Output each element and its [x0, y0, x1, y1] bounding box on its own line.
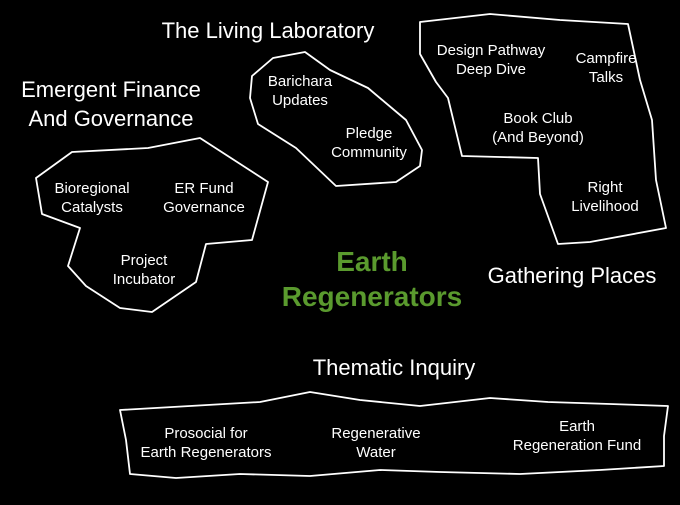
design-pathway-label: Design Pathway Deep Dive	[436, 42, 546, 78]
earth-regeneration-fund-label: Earth Regeneration Fund	[512, 418, 642, 454]
gathering-region-outline	[419, 13, 667, 245]
book-club-label: Book Club (And Beyond)	[492, 110, 584, 146]
finance-region-outline	[35, 137, 269, 313]
pledge-community-label: Pledge Community	[331, 125, 407, 161]
campfire-talks-label: Campfire Talks	[575, 50, 637, 86]
finance-heading: Emergent Finance And Governance	[21, 77, 201, 131]
thematic-region-outline	[119, 391, 669, 479]
er-fund-governance-label: ER Fund Governance	[163, 180, 245, 216]
prosocial-label: Prosocial for Earth Regenerators	[140, 425, 272, 461]
barichara-updates-label: Barichara Updates	[267, 73, 333, 109]
bioregional-catalysts-label: Bioregional Catalysts	[54, 180, 130, 216]
thematic-heading: Thematic Inquiry	[312, 355, 476, 380]
living-lab-region-outline	[249, 51, 423, 187]
living-lab-heading: The Living Laboratory	[161, 18, 375, 43]
center-title: Earth Regenerators	[281, 246, 463, 312]
gathering-heading: Gathering Places	[487, 263, 657, 288]
right-livelihood-label: Right Livelihood	[571, 179, 639, 215]
regenerative-water-label: Regenerative Water	[331, 425, 421, 461]
project-incubator-label: Project Incubator	[112, 252, 176, 288]
